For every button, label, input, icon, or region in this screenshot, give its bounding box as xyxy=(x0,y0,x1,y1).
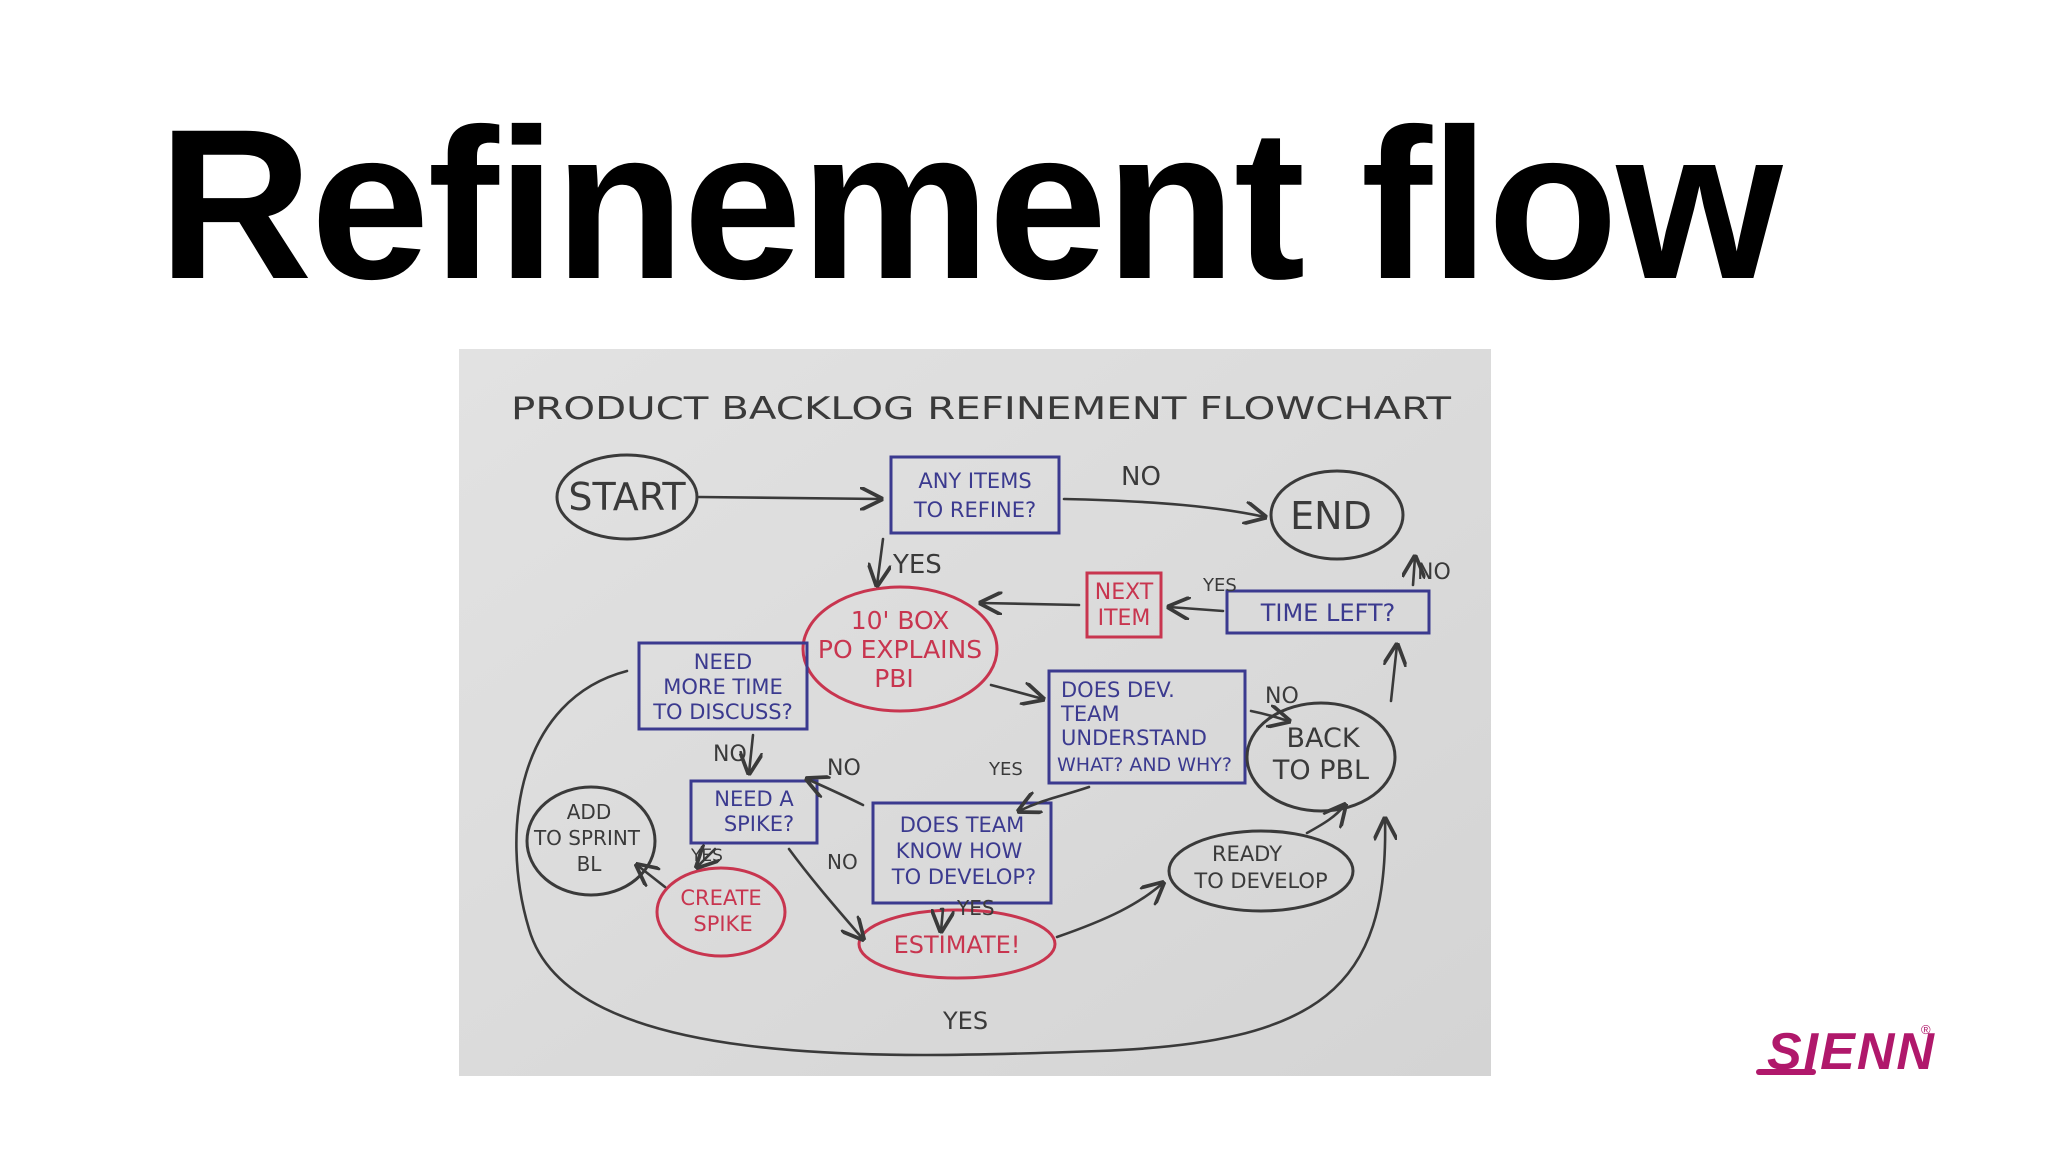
logo-text: SIENN xyxy=(1767,1023,1936,1081)
edge-label-understand-no: NO xyxy=(1265,684,1299,709)
slide-title: Refinement flow xyxy=(158,85,1783,324)
node-does-team-know-line1: DOES TEAM xyxy=(900,813,1025,837)
arrow-next-item-to-timebox xyxy=(981,603,1081,605)
node-timebox: 10' BOX PO EXPLAINS PBI xyxy=(801,585,999,713)
arrow-ready-to-back xyxy=(1305,805,1345,835)
node-does-dev-team-line2: TEAM xyxy=(1060,702,1120,726)
node-need-spike-line2: SPIKE? xyxy=(724,812,794,836)
node-does-dev-team-line3: UNDERSTAND xyxy=(1061,726,1207,750)
arrow-start-to-any-items xyxy=(697,497,881,499)
flowchart-photo: PRODUCT BACKLOG REFINEMENT FLOWCHART STA… xyxy=(459,349,1491,1076)
node-add-to-sprint-line2: TO SPRINT xyxy=(533,826,641,850)
node-next-item-line1: NEXT xyxy=(1095,580,1154,605)
arrow-time-left-to-end xyxy=(1413,557,1415,587)
node-add-to-sprint: ADD TO SPRINT BL xyxy=(525,785,657,897)
edge-label-spike-yes: YES xyxy=(690,846,723,866)
node-any-items-line1: ANY ITEMS xyxy=(918,469,1031,493)
arrow-back-to-time-left xyxy=(1391,645,1397,703)
arrow-loop-need-more-time-yes-to-back xyxy=(515,669,1385,1057)
node-timebox-line1: 10' BOX xyxy=(851,606,950,635)
node-does-team-know-line3: TO DEVELOP? xyxy=(891,865,1036,889)
edge-label-understand-yes: YES xyxy=(988,759,1023,780)
node-ready-line2: TO DEVELOP xyxy=(1193,869,1327,893)
arrow-need-spike-to-estimate xyxy=(787,847,863,939)
node-does-dev-team: DOES DEV. TEAM UNDERSTAND WHAT? AND WHY? xyxy=(1047,669,1247,785)
node-any-items: ANY ITEMS TO REFINE? xyxy=(889,455,1061,535)
node-need-spike: NEED A SPIKE? xyxy=(689,779,819,845)
paper-background xyxy=(459,349,1491,1076)
node-create-spike-line1: CREATE xyxy=(680,886,761,910)
arrow-create-spike-to-add-to-sprint xyxy=(637,865,667,889)
node-end-label: END xyxy=(1290,494,1372,538)
node-does-team-know: DOES TEAM KNOW HOW TO DEVELOP? xyxy=(871,801,1053,905)
arrow-need-more-time-to-need-spike xyxy=(749,733,753,773)
edge-label-know-yes: YES xyxy=(956,896,995,920)
node-create-spike: CREATE SPIKE xyxy=(655,866,787,958)
node-need-more-time-line1: NEED xyxy=(694,650,752,674)
flowchart-heading: PRODUCT BACKLOG REFINEMENT FLOWCHART xyxy=(511,391,1452,427)
node-back-to-pbl: BACK TO PBL xyxy=(1245,701,1397,813)
node-end: END xyxy=(1269,469,1405,561)
node-time-left: TIME LEFT? xyxy=(1225,589,1431,635)
node-add-to-sprint-line1: ADD xyxy=(567,800,611,824)
arrow-any-items-to-end xyxy=(1062,497,1265,517)
edge-label-more-time-no: NO xyxy=(713,742,747,767)
node-any-items-line2: TO REFINE? xyxy=(913,498,1036,522)
node-back-to-pbl-line1: BACK xyxy=(1286,723,1360,754)
node-timebox-line3: PBI xyxy=(874,664,914,693)
node-does-team-know-line2: KNOW HOW xyxy=(896,839,1023,863)
arrow-does-dev-to-does-team-know xyxy=(1019,785,1091,811)
edge-label-spike-no: NO xyxy=(827,850,858,874)
node-time-left-label: TIME LEFT? xyxy=(1260,599,1396,627)
arrow-does-team-know-to-need-more-time xyxy=(807,779,865,807)
node-start: START xyxy=(555,453,699,541)
node-next-item-line2: ITEM xyxy=(1098,606,1151,631)
node-estimate: ESTIMATE! xyxy=(857,908,1057,980)
node-ready: READY TO DEVELOP xyxy=(1167,829,1355,913)
node-next-item: NEXT ITEM xyxy=(1085,571,1163,639)
logo-registered-mark: ® xyxy=(1921,1022,1931,1037)
node-ready-line1: READY xyxy=(1212,842,1282,866)
edge-label-loop-yes: YES xyxy=(942,1007,988,1035)
node-start-label: START xyxy=(568,475,686,519)
arrow-timebox-to-does-dev xyxy=(989,685,1043,699)
sienn-logo: SIENN ® xyxy=(1753,1016,1993,1086)
node-need-spike-line1: NEED A xyxy=(714,787,794,811)
arrow-any-items-to-timebox xyxy=(877,537,883,585)
edge-label-any-yes: YES xyxy=(892,550,942,580)
arrow-estimate-to-ready xyxy=(1055,883,1163,939)
edge-label-time-no: NO xyxy=(1417,560,1451,585)
node-estimate-label: ESTIMATE! xyxy=(894,931,1021,959)
node-add-to-sprint-line3: BL xyxy=(577,852,603,876)
arrow-does-dev-to-back xyxy=(1249,711,1289,721)
node-timebox-line2: PO EXPLAINS xyxy=(818,635,982,664)
edge-label-time-yes: YES xyxy=(1202,575,1237,596)
edge-label-any-no: NO xyxy=(1121,462,1161,492)
node-create-spike-line2: SPIKE xyxy=(693,912,752,936)
arrow-does-team-know-to-estimate xyxy=(941,907,943,931)
arrow-time-left-to-next-item xyxy=(1169,607,1225,611)
node-does-dev-team-line1: DOES DEV. xyxy=(1061,678,1175,702)
node-does-dev-team-line4: WHAT? AND WHY? xyxy=(1057,754,1232,776)
arrow-need-spike-to-create-spike xyxy=(697,849,715,867)
node-need-more-time-line2: MORE TIME xyxy=(663,675,783,699)
node-back-to-pbl-line2: TO PBL xyxy=(1272,755,1369,786)
node-need-more-time-line3: TO DISCUSS? xyxy=(652,700,793,724)
node-need-more-time: NEED MORE TIME TO DISCUSS? xyxy=(637,641,809,731)
edge-label-know-no-back: NO xyxy=(827,756,861,781)
